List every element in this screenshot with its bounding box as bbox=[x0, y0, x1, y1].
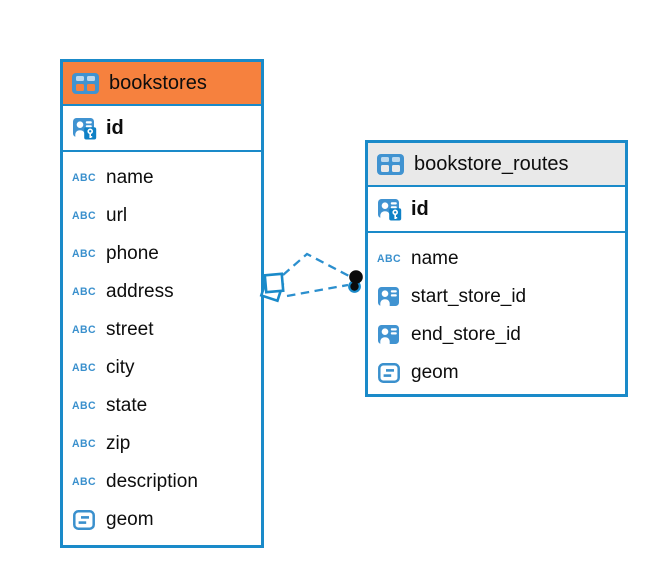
varchar-icon: ABC bbox=[72, 437, 96, 451]
varchar-icon: ABC bbox=[72, 209, 96, 223]
varchar-icon: ABC bbox=[377, 252, 401, 266]
column-row-name[interactable]: ABC name bbox=[63, 159, 261, 197]
column-row-end_store_id[interactable]: end_store_id bbox=[368, 316, 625, 354]
relationship-line-lower[interactable] bbox=[286, 283, 349, 298]
varchar-icon: ABC bbox=[72, 247, 96, 261]
ref-id-icon bbox=[375, 285, 403, 309]
pk-column-id[interactable]: id bbox=[368, 187, 625, 233]
column-row-zip[interactable]: ABC zip bbox=[63, 425, 261, 463]
column-name: description bbox=[106, 471, 198, 492]
table-header-bookstore-routes[interactable]: bookstore_routes bbox=[368, 143, 625, 187]
column-name: phone bbox=[106, 243, 159, 264]
diamond-marker-front bbox=[263, 272, 285, 294]
column-name: end_store_id bbox=[411, 324, 521, 345]
column-name: id bbox=[411, 197, 429, 220]
endpoint-dot-front bbox=[349, 270, 363, 284]
varchar-icon: ABC bbox=[72, 399, 96, 413]
table-icon bbox=[72, 72, 99, 94]
column-name: geom bbox=[411, 362, 459, 383]
column-name: id bbox=[106, 116, 124, 139]
column-row-city[interactable]: ABC city bbox=[63, 349, 261, 387]
table-title: bookstore_routes bbox=[414, 152, 569, 175]
relationship-line-upper[interactable] bbox=[282, 252, 350, 278]
column-row-phone[interactable]: ABC phone bbox=[63, 235, 261, 273]
column-row-state[interactable]: ABC state bbox=[63, 387, 261, 425]
table-icon bbox=[377, 153, 404, 175]
column-name: address bbox=[106, 281, 174, 302]
pk-column-id[interactable]: id bbox=[63, 106, 261, 152]
column-name: street bbox=[106, 319, 154, 340]
ref-id-icon bbox=[375, 323, 403, 347]
varchar-icon: ABC bbox=[72, 475, 96, 489]
column-name: url bbox=[106, 205, 128, 226]
column-row-start_store_id[interactable]: start_store_id bbox=[368, 278, 625, 316]
column-row-name[interactable]: ABC name bbox=[368, 240, 625, 278]
column-row-address[interactable]: ABC address bbox=[63, 273, 261, 311]
column-name: city bbox=[106, 357, 135, 378]
column-row-street[interactable]: ABC street bbox=[63, 311, 261, 349]
column-row-url[interactable]: ABC url bbox=[63, 197, 261, 235]
column-name: zip bbox=[106, 433, 131, 454]
column-row-geom[interactable]: geom bbox=[368, 354, 625, 392]
column-row-geom[interactable]: geom bbox=[63, 501, 261, 539]
table-header-bookstores[interactable]: bookstores bbox=[63, 62, 261, 106]
varchar-icon: ABC bbox=[72, 285, 96, 299]
column-name: state bbox=[106, 395, 148, 416]
varchar-icon: ABC bbox=[72, 323, 96, 337]
table-title: bookstores bbox=[109, 71, 207, 94]
column-name: start_store_id bbox=[411, 286, 527, 307]
varchar-icon: ABC bbox=[72, 171, 96, 185]
geometry-icon bbox=[70, 510, 98, 530]
pk-key-icon bbox=[70, 116, 98, 140]
column-row-description[interactable]: ABC description bbox=[63, 463, 261, 501]
geometry-icon bbox=[375, 363, 403, 383]
erd-table-bookstore-routes[interactable]: bookstore_routes id ABC name start_store_i… bbox=[365, 140, 628, 397]
column-name: name bbox=[411, 248, 459, 269]
pk-key-icon bbox=[375, 197, 403, 221]
varchar-icon: ABC bbox=[72, 361, 96, 375]
column-name: name bbox=[106, 167, 154, 188]
relationship-connector[interactable] bbox=[248, 238, 373, 323]
column-name: geom bbox=[106, 509, 154, 530]
